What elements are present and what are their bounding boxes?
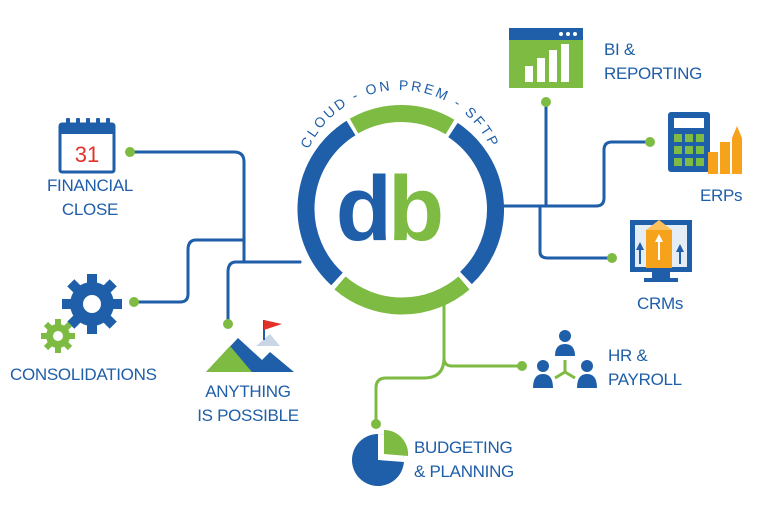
label-anything-line1: ANYTHING xyxy=(205,382,291,401)
people-network-icon xyxy=(533,330,597,388)
dot-crms xyxy=(607,253,617,263)
hub-ring-left xyxy=(297,120,356,286)
label-budgeting-line2: & PLANNING xyxy=(414,462,514,481)
calendar-day-number: 31 xyxy=(75,142,99,167)
calculator-chart-icon xyxy=(668,112,742,174)
connector-crms xyxy=(538,204,614,260)
label-hr-payroll: HR & PAYROLL xyxy=(608,344,682,392)
pie-chart-icon xyxy=(352,429,409,486)
label-budgeting-line1: BUDGETING xyxy=(414,438,513,457)
dot-hr-payroll xyxy=(517,361,527,371)
dot-anything xyxy=(223,319,233,329)
label-erps-line1: ERPs xyxy=(700,186,743,205)
label-hr-line2: PAYROLL xyxy=(608,370,682,389)
label-anything-possible: ANYTHING IS POSSIBLE xyxy=(188,380,308,428)
gears-icon xyxy=(41,274,122,353)
label-anything-line2: IS POSSIBLE xyxy=(197,406,299,425)
dot-erps xyxy=(645,137,655,147)
connector-consolidations xyxy=(132,238,246,304)
hub-ring-right xyxy=(448,122,505,285)
connector-financial-close xyxy=(128,150,302,264)
connector-lines xyxy=(128,102,650,424)
label-erps: ERPs xyxy=(700,184,743,208)
dot-consolidations xyxy=(129,297,139,307)
label-consolidations-line1: CONSOLIDATIONS xyxy=(10,365,157,384)
connector-anything xyxy=(226,260,302,324)
label-consolidations: CONSOLIDATIONS xyxy=(10,363,157,387)
calendar-icon: 31 xyxy=(58,118,116,174)
browser-chart-icon xyxy=(509,28,583,88)
hub-ring-bottom xyxy=(334,276,470,315)
dot-financial-close xyxy=(125,147,135,157)
label-financial-close: FINANCIAL CLOSE xyxy=(34,174,146,222)
connector-erps xyxy=(538,140,650,208)
connector-budgeting xyxy=(374,356,446,424)
connector-dots xyxy=(125,97,655,429)
hub: d b CLOUD - ON PREM - SFTP xyxy=(297,77,505,315)
label-bi-line2: REPORTING xyxy=(604,64,703,83)
label-bi-reporting: BI & REPORTING xyxy=(604,38,702,86)
hub-logo-d: d xyxy=(336,158,392,260)
connector-hr-payroll xyxy=(442,298,522,368)
dot-budgeting xyxy=(371,419,381,429)
label-financial-close-line2: CLOSE xyxy=(61,200,119,219)
monitor-growth-icon xyxy=(630,220,692,282)
label-budgeting-planning: BUDGETING & PLANNING xyxy=(414,436,514,484)
hub-ring-top xyxy=(349,105,455,135)
label-crms-line1: CRMs xyxy=(637,294,684,313)
label-financial-close-line1: FINANCIAL xyxy=(46,176,134,195)
hub-logo-b: b xyxy=(388,158,444,260)
dot-bi-reporting xyxy=(541,97,551,107)
label-hr-line1: HR & xyxy=(608,346,648,365)
label-bi-line1: BI & xyxy=(604,40,635,59)
label-crms: CRMs xyxy=(637,292,683,316)
mountain-flag-icon xyxy=(206,320,294,372)
